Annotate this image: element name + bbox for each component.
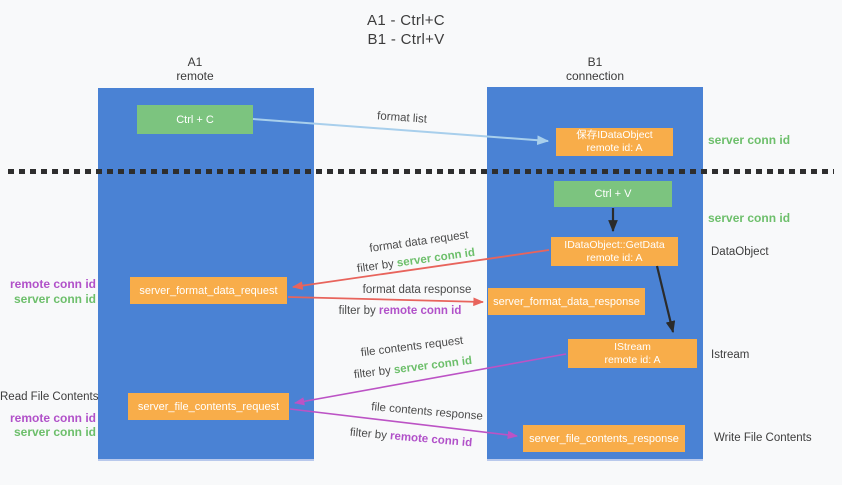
left-remote-conn-id-label-1: remote conn id [9,277,96,291]
server-file-contents-request-label: server_file_contents_request [137,400,280,413]
save-idataobject-box: 保存IDataObject remote id: A [556,128,673,156]
getdata-line2: remote id: A [586,251,643,264]
lifeline-a1-role: remote [176,68,214,83]
format-data-response-label: format data response [362,284,472,296]
title-line-1: A1 - Ctrl+C [367,12,445,29]
save-idataobject-line1: 保存IDataObject [576,129,653,141]
lifeline-header-b1: B1 connection [535,55,655,83]
istream-box: IStream remote id: A [568,339,697,368]
right-server-conn-id-label-1: server conn id [708,133,791,147]
lifeline-b1-role: connection [565,68,625,83]
write-file-contents-label: Write File Contents [714,432,812,444]
lifeline-b1-name: B1 [587,55,603,69]
lifeline-a1-name: A1 [187,55,203,69]
format-list-label: format list [376,110,428,126]
filter-by-server-conn-id-label-2: filter by server conn id [353,354,473,382]
diagram-title: A1 - Ctrl+C B1 - Ctrl+V [336,11,476,49]
ctrl-c-label: Ctrl + C [176,113,214,126]
left-server-conn-id-label-1: server conn id [13,292,96,306]
dataobject-side-label: DataObject [711,246,769,258]
server-file-contents-response-box: server_file_contents_response [523,425,685,452]
filter-by-remote-conn-id-label-1: filter by remote conn id [338,305,462,317]
filter-by-remote-conn-id-label-2: filter by remote conn id [349,426,473,450]
file-contents-response-label: file contents response [370,401,484,423]
read-file-contents-label: Read File Contents [0,391,99,403]
left-remote-conn-id-label-2: remote conn id [9,411,96,425]
left-server-conn-id-label-2: server conn id [13,425,96,439]
file-contents-request-label: file contents request [360,334,464,360]
lifeline-header-a1: A1 remote [135,55,255,83]
server-format-data-response-label: server_format_data_response [493,295,640,308]
session-separator-dotted-line [8,169,834,174]
server-format-data-request-label: server_format_data_request [139,284,278,297]
server-file-contents-request-box: server_file_contents_request [128,393,289,420]
right-server-conn-id-label-2: server conn id [708,211,791,225]
server-format-data-request-box: server_format_data_request [130,277,287,304]
idataobject-getdata-box: IDataObject::GetData remote id: A [551,237,678,266]
title-line-2: B1 - Ctrl+V [367,31,445,48]
ctrl-v-box: Ctrl + V [554,181,672,207]
server-file-contents-response-label: server_file_contents_response [529,432,679,445]
istream-line1: IStream [614,340,651,353]
istream-side-label: Istream [711,349,750,361]
server-format-data-response-box: server_format_data_response [488,288,645,315]
getdata-line1: IDataObject::GetData [564,238,665,251]
save-idataobject-line2: remote id: A [586,142,643,154]
istream-line2: remote id: A [604,353,661,366]
ctrl-v-label: Ctrl + V [594,188,632,200]
ctrl-c-box: Ctrl + C [137,105,253,134]
format-data-response-arrow [287,296,485,307]
